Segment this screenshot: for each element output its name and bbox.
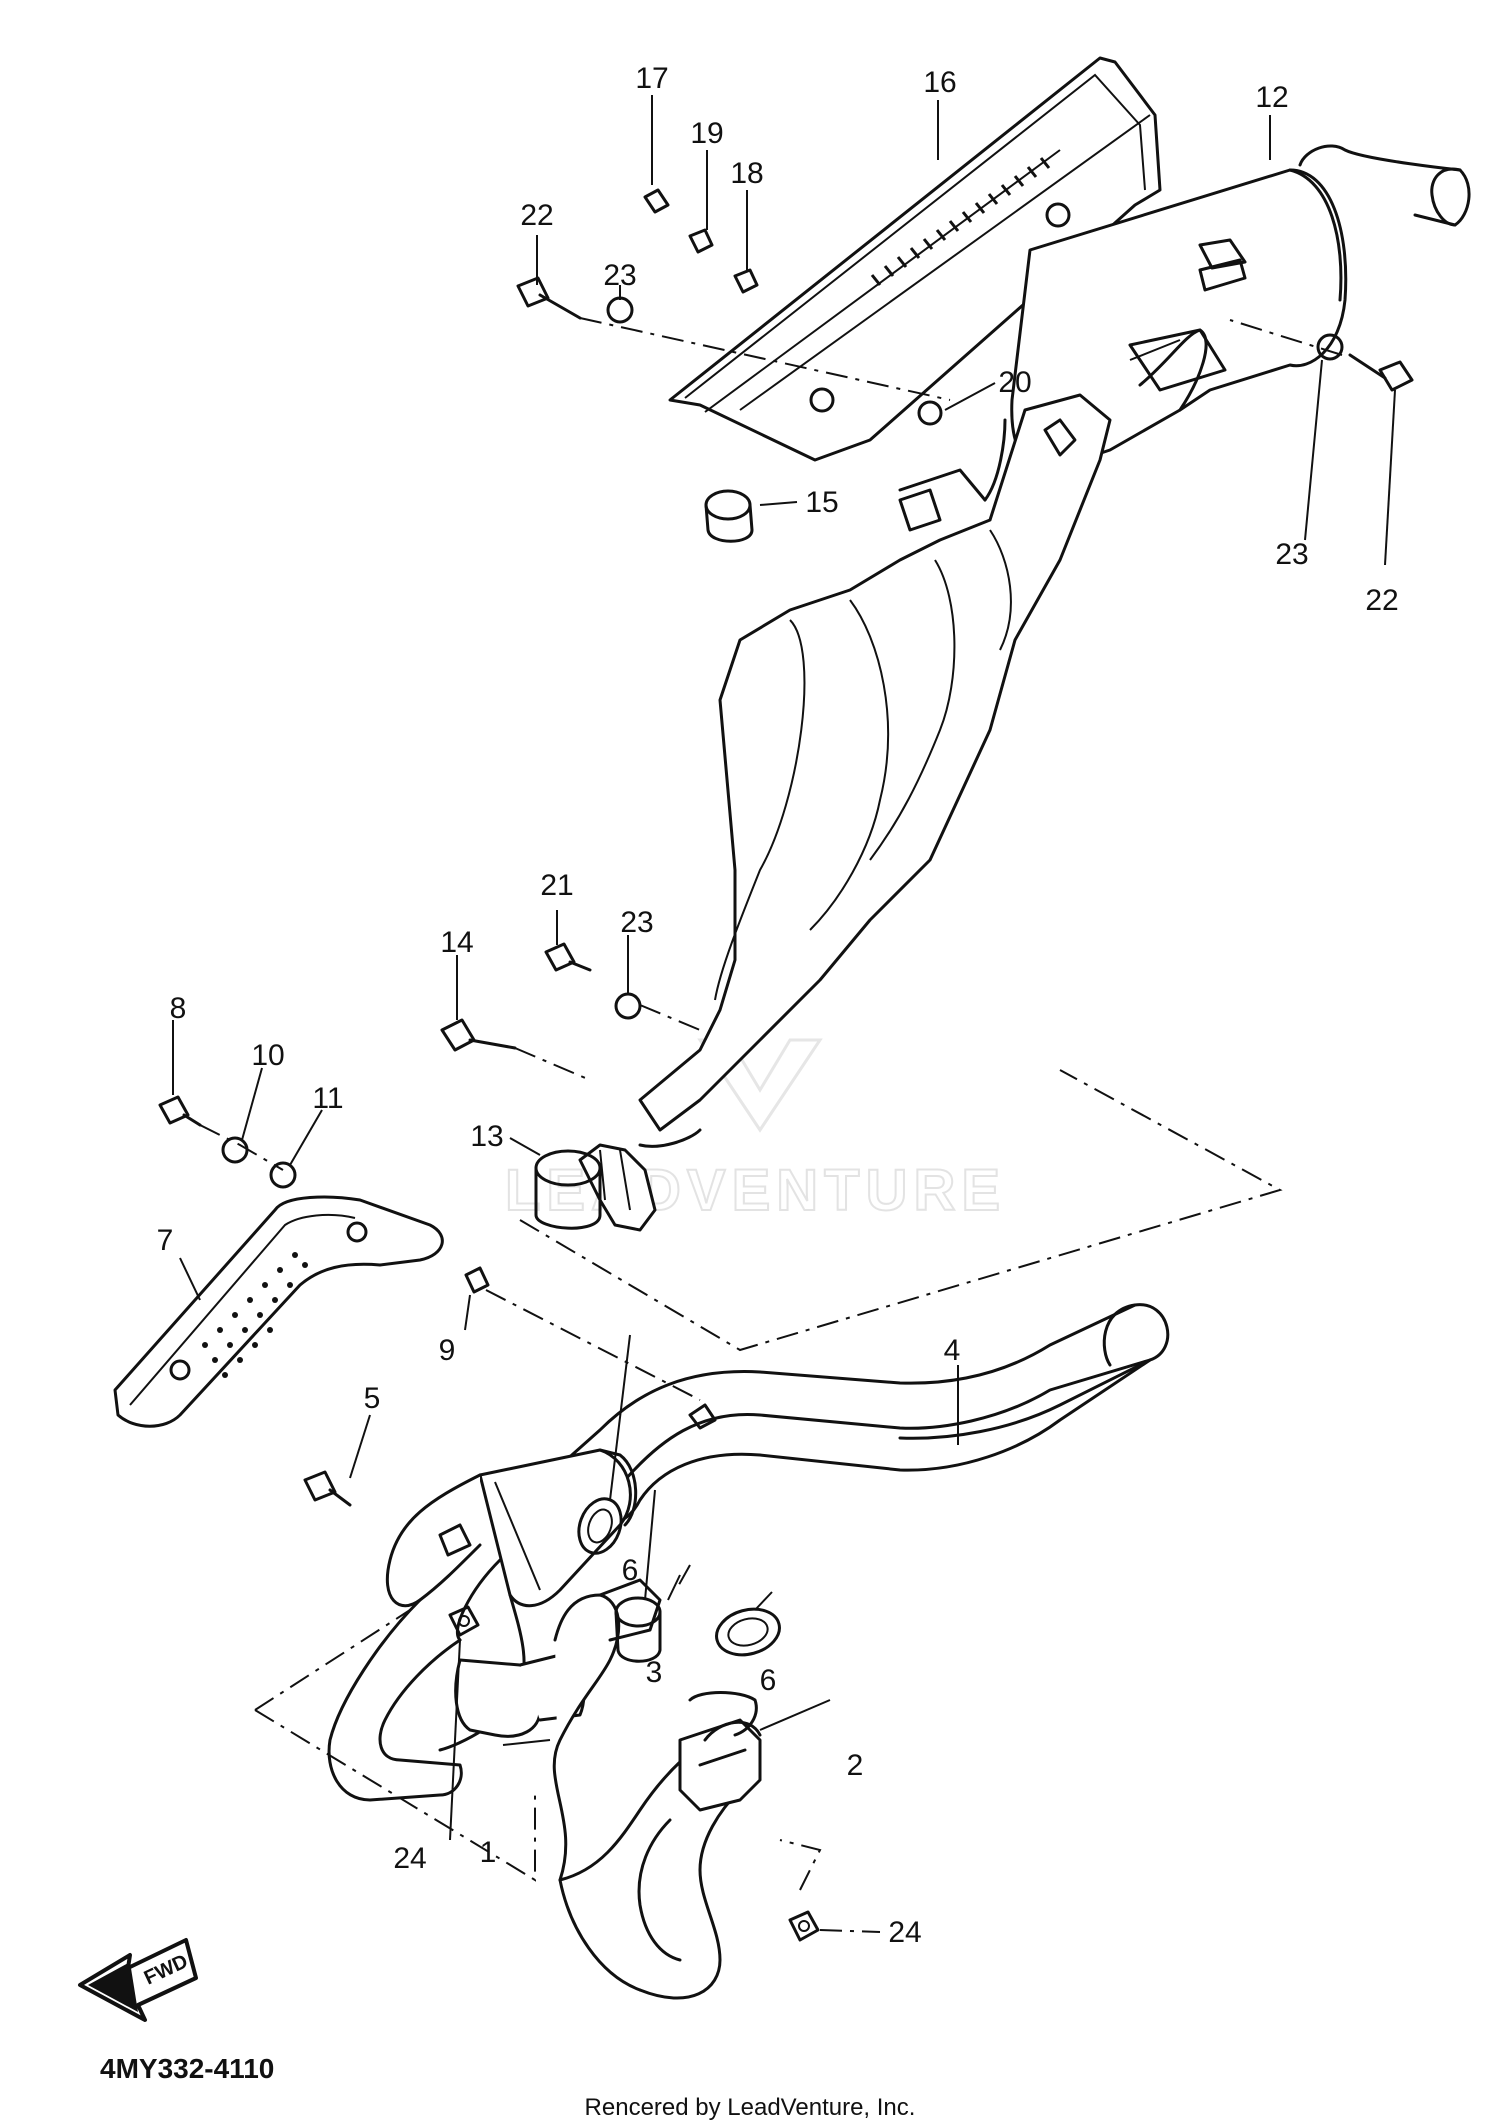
callout-5: 5 [364,1382,381,1415]
callout-12: 12 [1255,81,1288,114]
callout-22-upper: 22 [520,199,553,232]
nut-18 [733,268,759,294]
collar-10 [221,1136,249,1164]
part-1-exhaust-pipe [552,1578,762,2000]
bolt-21 [544,942,592,972]
callout-7: 7 [157,1224,174,1257]
callout-8: 8 [170,992,187,1025]
bolt-5 [303,1470,352,1507]
callouts: 17 19 18 16 12 22 23 20 15 23 22 21 23 1… [157,62,1399,1949]
heat-protector-holes [202,1252,308,1378]
part-7-heat-protector [113,1195,444,1428]
callout-23-right: 23 [1275,538,1308,571]
bolt-22-right [1348,353,1414,392]
heat-protector-slots [870,157,1051,286]
callout-24-left: 24 [393,1842,426,1875]
collar-23-right [1316,333,1344,361]
bolt-8 [158,1095,202,1127]
callout-22-right: 22 [1365,584,1398,617]
collar-23-mid [614,992,642,1020]
nut-19 [688,228,714,254]
collar-11 [269,1161,297,1189]
part-13-gasket [534,1149,602,1230]
bolt-14 [440,1018,517,1052]
callout-6-lower: 6 [760,1664,777,1697]
callout-1: 1 [480,1836,497,1869]
callout-10: 10 [251,1039,284,1072]
callout-3: 3 [646,1656,663,1689]
collar-23-upper [606,296,634,324]
render-credit: Rencered by LeadVenture, Inc. [585,2094,916,2121]
part-16-heat-protector [668,56,1162,462]
callout-9: 9 [439,1334,456,1367]
callout-20: 20 [998,366,1031,399]
part-3-clamp [614,1574,681,1663]
part-6-gasket-b [715,1607,781,1657]
callout-4: 4 [944,1334,961,1367]
callout-2: 2 [847,1749,864,1782]
callout-17: 17 [635,62,668,95]
callout-21: 21 [540,869,573,902]
collar-20 [917,400,943,426]
callout-24-right: 24 [888,1916,921,1949]
bolt-17 [643,188,670,214]
callout-18: 18 [730,157,763,190]
callout-13: 13 [470,1120,503,1153]
leader-lines [172,95,1396,1841]
muffler-body [638,393,1112,1132]
part-2-flange [688,1691,758,1737]
callout-6-upper: 6 [622,1554,639,1587]
callout-19: 19 [690,117,723,150]
nut-9 [464,1266,490,1294]
forward-arrow-icon: FWD [78,1938,198,2022]
watermark-text: LEADVENTURE [505,1158,1006,1223]
nut-24-right [788,1910,820,1942]
bolt-22-upper [516,276,582,320]
callout-23-upper: 23 [603,259,636,292]
part-15-damper [704,489,754,543]
callout-15: 15 [805,486,838,519]
callout-23-mid: 23 [620,906,653,939]
callout-16: 16 [923,66,956,99]
callout-11: 11 [312,1082,343,1115]
nut-24-left [448,1605,480,1637]
diagram-code: 4MY332-4110 [100,2053,274,2084]
watermark: LEADVENTURE [504,1038,1006,1224]
callout-14: 14 [440,926,473,959]
assembly-lines [199,317,1343,1933]
